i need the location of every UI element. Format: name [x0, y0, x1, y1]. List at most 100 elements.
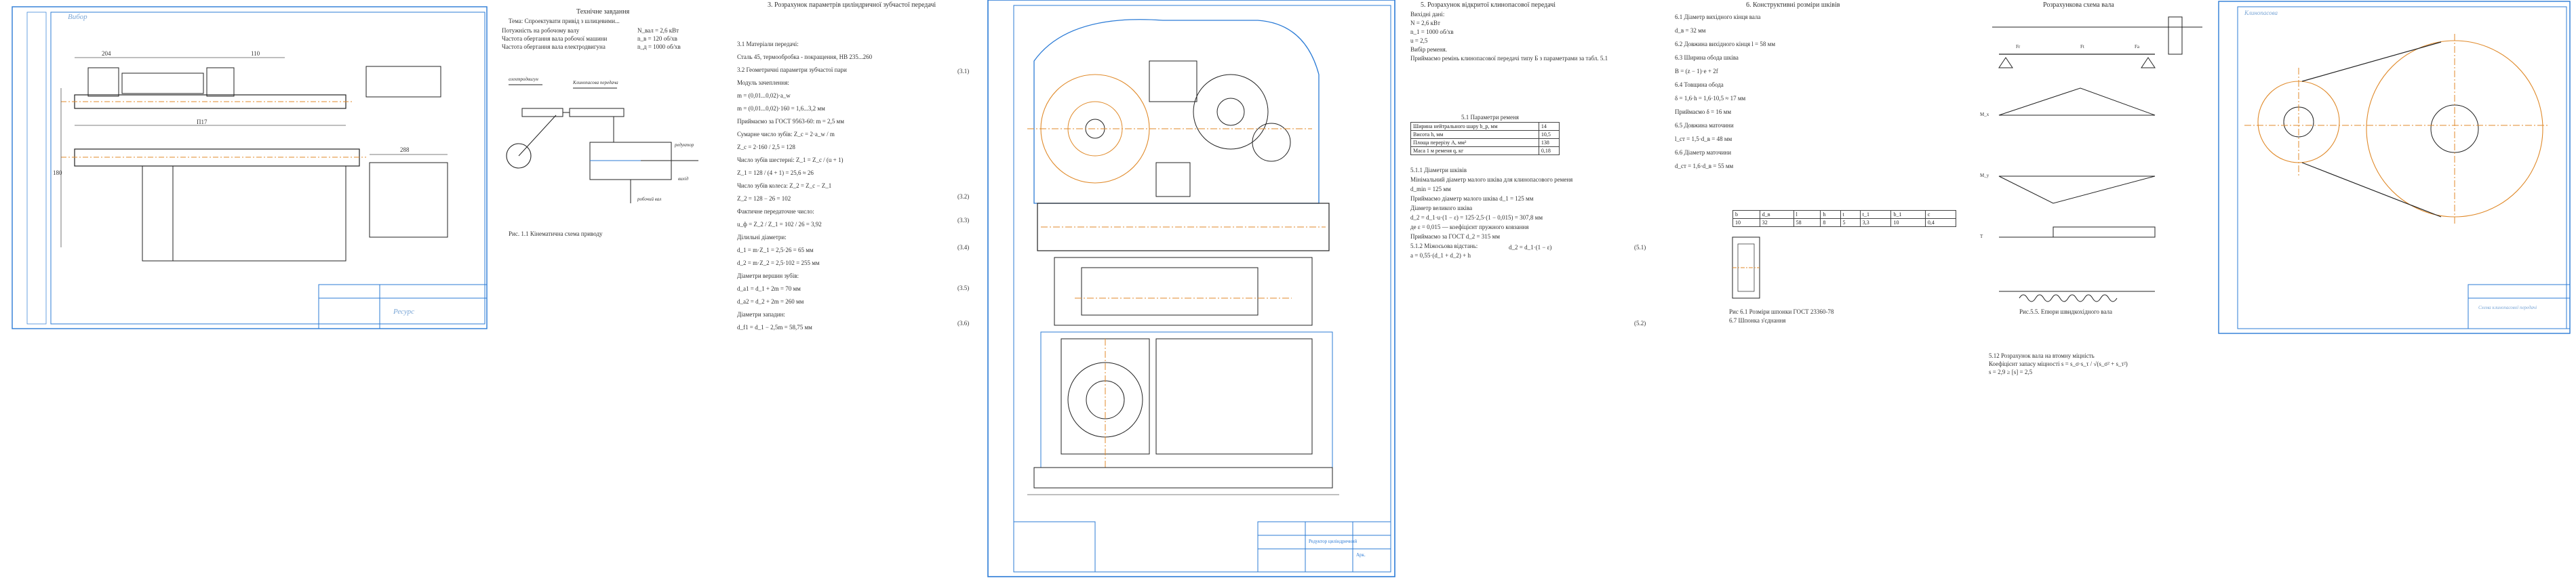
- task-heading: Технічне завдання: [576, 8, 630, 16]
- scheme-label-reducer: редуктор: [675, 142, 694, 148]
- force-label: Fr: [2016, 44, 2021, 49]
- sheet-1-title: Вибор: [68, 13, 87, 21]
- text-line: d_min = 125 мм: [1410, 186, 1451, 192]
- sheet-8-belt-scheme: Клинопасова Схема клинопасової передачі: [2217, 0, 2573, 578]
- table-cell: Площа перерізу A, мм²: [1410, 138, 1539, 147]
- pulley-heading: 6. Конструктивні розміри шківів: [1746, 1, 1840, 9]
- param-value: N_вал = 2,6 кВт: [637, 27, 679, 34]
- dim-label: 288: [400, 146, 410, 153]
- table-cell: 0,18: [1538, 146, 1560, 155]
- text-line: u_ф = Z_2 / Z_1 = 102 / 26 = 3,92: [737, 221, 822, 228]
- dim-label: 110: [251, 50, 260, 57]
- belt-calc-heading: 5. Розрахунок відкритої клинопасової пер…: [1421, 1, 1556, 9]
- table-cell: 32: [1759, 218, 1794, 227]
- force-label: Fa: [2135, 44, 2139, 49]
- param-label: Частота обертання вала робочої машини: [502, 35, 608, 42]
- text-line: Приймаємо діаметр малого шківа d_1 = 125…: [1410, 195, 1534, 202]
- dim-label: П17: [197, 119, 207, 125]
- text-line: Сумарне число зубів: Z_c = 2·a_w / m: [737, 131, 835, 138]
- belt-eq-formula: d_2 = d_1·(1 − ε): [1509, 244, 1552, 251]
- text-line: Вихідні дані:: [1410, 11, 1445, 18]
- assembly-sheet-no: Арк.: [1356, 552, 1366, 558]
- text-line: Ділильні діаметри:: [737, 234, 787, 241]
- text-line: n_1 = 1000 об/хв: [1410, 28, 1454, 35]
- diagram-label: T: [1980, 234, 1983, 239]
- text-line: d_ст = 1,6·d_в = 55 мм: [1675, 163, 1734, 169]
- belt-scheme-svg: [2218, 1, 2571, 334]
- shaft-diagrams-svg: [1992, 16, 2202, 302]
- key-section-svg: [1732, 236, 1760, 299]
- table-cell: 3,3: [1859, 218, 1892, 227]
- shaft-bottom-line: 5.12 Розрахунок вала на втомну міцність: [1989, 352, 2095, 359]
- sheet-6-pulley: 6. Конструктивні розміри шківів 6.1 Діам…: [1665, 0, 1977, 578]
- text-line: Приймаємо ремінь клинопасової передачі т…: [1410, 55, 1608, 62]
- text-line: B = (z − 1)·e + 2f: [1675, 68, 1718, 75]
- table-cell: 5: [1840, 218, 1861, 227]
- eq-number: (3.6): [957, 320, 970, 327]
- text-line: d_в = 32 мм: [1675, 27, 1706, 34]
- eq-number: (3.1): [957, 68, 970, 75]
- scheme-label-belt: Клинопасова передача: [573, 80, 618, 85]
- scheme-label-shaft: робочий вал: [637, 197, 662, 202]
- text-line: Z_c = 2·160 / 2,5 = 128: [737, 144, 795, 150]
- table-cell: 14: [1538, 122, 1560, 131]
- sheet-5-belt-calc: 5. Розрахунок відкритої клинопасової пер…: [1400, 0, 1661, 578]
- text-line: 5.1.2 Міжосьова відстань:: [1410, 243, 1478, 249]
- text-line: Модуль зачеплення:: [737, 79, 789, 86]
- text-line: 5.1.1 Діаметри шківів: [1410, 167, 1467, 173]
- kinematic-scheme-svg: [506, 84, 698, 203]
- text-line: m = (0,01...0,02)·160 = 1,6...3,2 мм: [737, 105, 825, 112]
- diagram-label: M_y: [1980, 173, 1989, 178]
- gear-calc-heading: 3. Розрахунок параметрів циліндричної зу…: [768, 1, 936, 9]
- text-line: Фактичне передаточне число:: [737, 208, 814, 215]
- sheet-4-assembly: Редуктор циліндричний Арк.: [987, 0, 1397, 578]
- text-line: d_f1 = d_1 − 2,5m = 58,75 мм: [737, 324, 812, 331]
- param-label: Частота обертання вала електродвигуна: [502, 43, 606, 50]
- sheet-2-task: Технічне завдання Тема: Спроектувати при…: [495, 0, 726, 578]
- text-line: Сталь 45, термообробка - покращення, HB …: [737, 54, 873, 60]
- table-cell: Висота h, мм: [1410, 130, 1539, 139]
- text-line: d_1 = m·Z_1 = 2,5·26 = 65 мм: [737, 247, 814, 253]
- text-line: де ε = 0,015 — коефіцієнт пружного ковза…: [1410, 224, 1529, 230]
- text-line: Приймаємо за ГОСТ 9563-60: m = 2,5 мм: [737, 118, 844, 125]
- scheme-label-output: вихід: [678, 176, 689, 182]
- text-line: Мінімальний діаметр малого шківа для кли…: [1410, 176, 1573, 183]
- eq-number: (3.2): [957, 193, 970, 200]
- text-line: m = (0,01...0,02)·a_w: [737, 92, 791, 99]
- belt-table-title: 5.1 Параметри ременя: [1461, 114, 1519, 121]
- table-cell: Маса 1 м ременя q, кг: [1410, 146, 1539, 155]
- text-line: u = 2,5: [1410, 37, 1428, 44]
- scheme-caption: Рис. 1.1 Кінематична схема приводу: [509, 230, 603, 237]
- scheme-label-motor: електродвигун: [509, 77, 538, 82]
- force-label: Ft: [2080, 44, 2084, 49]
- belt-scheme-stamp: Схема клинопасової передачі: [2478, 305, 2537, 310]
- text-line: l_ст = 1,5·d_в = 48 мм: [1675, 136, 1732, 142]
- shaft-heading: Розрахункова схема вала: [2043, 1, 2114, 9]
- sheet-3-gear-calc: 3. Розрахунок параметрів циліндричної зу…: [727, 0, 985, 578]
- text-line: Z_1 = 128 / (4 + 1) = 25,6 ≈ 26: [737, 169, 814, 176]
- param-label: Потужність на робочому валу: [502, 27, 580, 34]
- sheet-7-shaft: Розрахункова схема вала Fr Ft Fa M_x M_y…: [1979, 0, 2216, 578]
- text-line: 3.2 Геометричні параметри зубчастої пари: [737, 66, 847, 73]
- eq-number: (3.4): [957, 244, 970, 251]
- eq-number: (3.5): [957, 285, 970, 291]
- text-line: Приймаємо δ = 16 мм: [1675, 108, 1732, 115]
- eq-number: (3.3): [957, 217, 970, 224]
- sheet-1-drawing: Вибор 204 110 П17 288 180 Ресурс: [0, 0, 494, 578]
- sheet-1-svg: [12, 6, 488, 329]
- text-line: d_2 = d_1·u·(1 − ε) = 125·2,5·(1 − 0,015…: [1410, 214, 1543, 221]
- text-line: d_a1 = d_1 + 2m = 70 мм: [737, 285, 801, 292]
- table-cell: 10: [1890, 218, 1926, 227]
- task-theme: Тема: Спроектувати привід з шлицевими...: [509, 18, 620, 24]
- dim-label: 180: [53, 169, 62, 176]
- text-line: Діаметр великого шківа: [1410, 205, 1473, 211]
- eq-number: (5.2): [1634, 320, 1646, 327]
- param-value: n_в = 120 об/хв: [637, 35, 677, 42]
- text-line: Діаметри западин:: [737, 311, 785, 318]
- text-line: d_a2 = d_2 + 2m = 260 мм: [737, 298, 804, 305]
